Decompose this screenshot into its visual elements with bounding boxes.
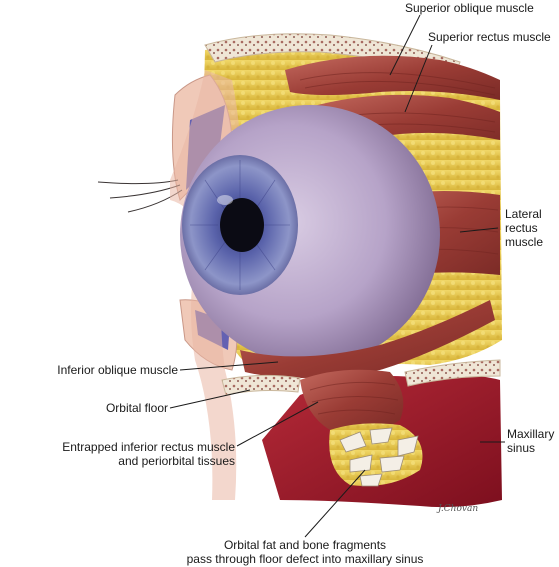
leader-lateral-rectus	[459, 227, 499, 233]
label-maxillary-sinus-line2: sinus	[507, 441, 536, 455]
label-entrapped-line1: Entrapped inferior rectus muscle	[62, 440, 235, 454]
label-fat-fragments-line1: Orbital fat and bone fragments	[223, 538, 387, 552]
corneal-highlight	[217, 195, 233, 205]
label-lateral-rectus-line1: Lateral	[505, 207, 542, 221]
leader-orbital-floor	[169, 389, 251, 409]
artist-signature: J.Chovan	[438, 504, 479, 514]
leader-entrapped	[236, 401, 319, 447]
label-maxillary-sinus: Maxillary sinus	[507, 427, 554, 455]
label-superior-oblique-muscle: Superior oblique muscle	[405, 1, 534, 15]
label-orbital-floor: Orbital floor	[105, 401, 168, 415]
leader-superior-rectus	[404, 44, 433, 113]
superior-oblique-muscle	[285, 55, 500, 100]
leader-inferior-oblique	[179, 361, 279, 371]
pupil	[220, 198, 264, 252]
label-orbital-fat-and-bone-fragments: Orbital fat and bone fragments pass thro…	[150, 538, 460, 566]
label-entrapped-line2: and periorbital tissues	[118, 454, 235, 468]
label-lateral-rectus-line2: rectus	[505, 221, 538, 235]
bone-fragments	[339, 427, 419, 487]
eyelashes	[97, 179, 183, 213]
label-inferior-oblique-muscle: Inferior oblique muscle	[57, 363, 178, 377]
label-lateral-rectus-muscle: Lateral rectus muscle	[505, 207, 543, 249]
label-fat-fragments-line2: pass through floor defect into maxillary…	[186, 552, 424, 566]
orbital-floor-bone	[221, 374, 301, 396]
leader-superior-oblique	[389, 14, 421, 76]
label-entrapped-inferior-rectus: Entrapped inferior rectus muscle and per…	[2, 440, 235, 468]
label-superior-rectus-muscle: Superior rectus muscle	[428, 30, 551, 44]
label-maxillary-sinus-line1: Maxillary	[507, 427, 555, 441]
iris-fibers	[190, 160, 290, 290]
inferior-oblique-muscle	[240, 300, 495, 379]
label-lateral-rectus-line3: muscle	[505, 235, 544, 249]
leader-lines	[169, 14, 505, 538]
orbital-floor-bone-lateral	[404, 359, 501, 387]
entrapped-striations	[309, 381, 399, 415]
leader-fat-fragments	[304, 469, 366, 538]
